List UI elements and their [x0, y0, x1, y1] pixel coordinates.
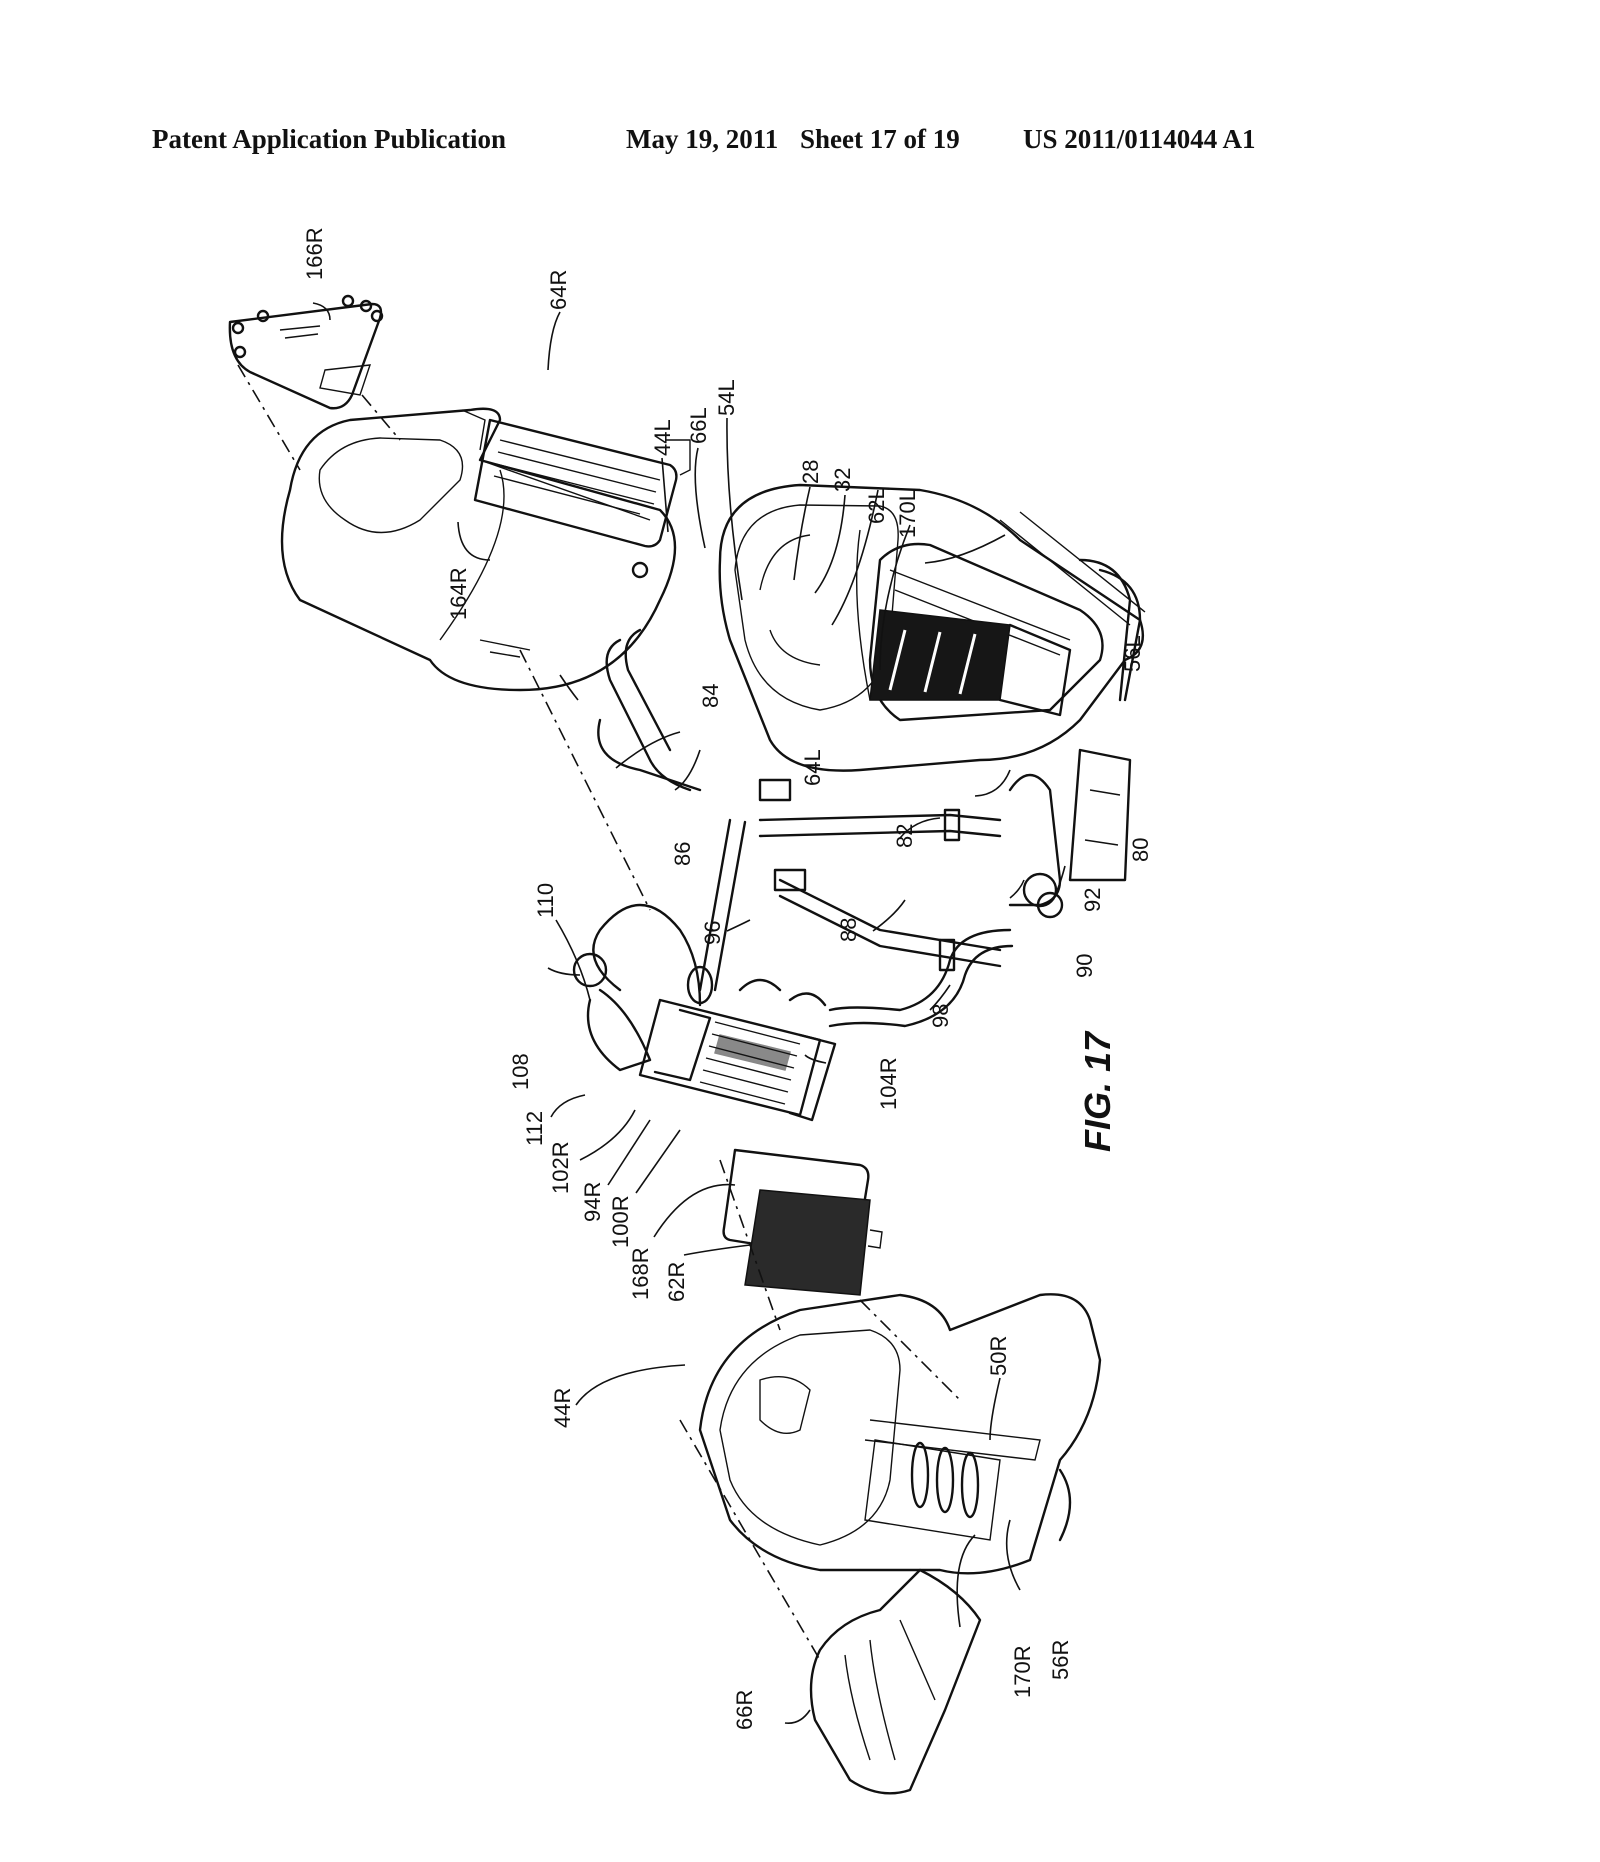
- label-86: 86: [670, 842, 695, 866]
- label-170R: 170R: [1010, 1645, 1035, 1698]
- reference-labels: 166R 64R 44L 66L 54L 28 32 62L 170L 56L …: [302, 227, 1153, 1730]
- label-66L: 66L: [686, 407, 711, 444]
- right-housing-44R: [698, 1293, 1102, 1575]
- grille-62L: [869, 609, 1072, 717]
- cover-plate-166R: [228, 294, 384, 410]
- label-56R: 56R: [1048, 1640, 1073, 1680]
- label-84: 84: [698, 684, 723, 708]
- label-62L: 62L: [864, 487, 889, 524]
- grille-frame-168R: [722, 1148, 883, 1296]
- label-96: 96: [700, 921, 725, 945]
- label-88: 88: [836, 918, 861, 942]
- label-168R: 168R: [628, 1247, 653, 1300]
- label-104R: 104R: [876, 1057, 901, 1110]
- label-44R: 44R: [550, 1388, 575, 1428]
- label-64R: 64R: [546, 270, 571, 310]
- leader-lines: [312, 302, 1066, 1725]
- figure-title: FIG. 17: [1077, 1030, 1118, 1152]
- label-110: 110: [533, 883, 558, 918]
- assembly-line: [237, 364, 301, 471]
- label-112: 112: [522, 1111, 547, 1146]
- label-92: 92: [1080, 888, 1105, 912]
- header-patent-number: US 2011/0114044 A1: [1023, 124, 1256, 154]
- header-publication-type: Patent Application Publication: [152, 124, 507, 154]
- label-56L: 56L: [1120, 635, 1145, 672]
- assembly-line: [519, 649, 651, 911]
- label-50R: 50R: [986, 1336, 1011, 1376]
- label-98: 98: [928, 1004, 953, 1028]
- housing-164R: [280, 407, 677, 692]
- label-64L: 64L: [800, 749, 825, 786]
- label-90: 90: [1072, 954, 1097, 978]
- label-108: 108: [508, 1053, 533, 1090]
- label-82: 82: [892, 824, 917, 848]
- label-170L: 170L: [895, 489, 920, 538]
- panel-64R: [461, 409, 691, 548]
- label-66R: 66R: [732, 1690, 757, 1730]
- header-sheet-number: Sheet 17 of 19: [800, 124, 960, 154]
- label-54L: 54L: [714, 379, 739, 416]
- pump-bracket-80: [1008, 558, 1142, 919]
- label-100R: 100R: [608, 1195, 633, 1248]
- cap-66R: [809, 1568, 982, 1795]
- label-166R: 166R: [302, 227, 327, 280]
- label-102R: 102R: [548, 1141, 573, 1194]
- label-62R: 62R: [664, 1262, 689, 1302]
- label-94R: 94R: [580, 1182, 605, 1222]
- label-44L: 44L: [650, 419, 675, 456]
- label-28: 28: [798, 460, 823, 484]
- label-80: 80: [1128, 838, 1153, 862]
- assembly-line: [859, 1299, 961, 1401]
- label-32: 32: [830, 468, 855, 492]
- header-publication-date: May 19, 2011: [626, 124, 779, 154]
- radiator-94R: [572, 904, 837, 1122]
- label-164R: 164R: [446, 567, 471, 620]
